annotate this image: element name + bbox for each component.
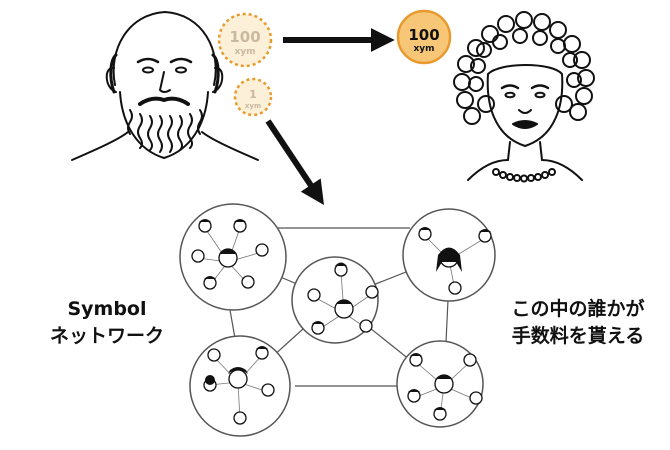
- sender-person-illustration: [71, 11, 259, 161]
- network-node-bottom-left: [189, 335, 291, 437]
- network-node-top-left: [179, 203, 287, 311]
- fee-arrow: [265, 119, 324, 205]
- sender-coin: 100 xym: [217, 12, 273, 68]
- receiver-coin-unit: xym: [413, 44, 434, 54]
- network-caption-line1: Symbol: [67, 298, 147, 320]
- fee-caption: この中の誰かが 手数料を貰える: [498, 296, 658, 350]
- receiver-coin-amount: 100: [408, 26, 439, 44]
- network-caption: Symbol ネットワーク: [42, 296, 172, 350]
- fee-caption-line2: 手数料を貰える: [511, 325, 645, 347]
- receiver-coin: 100 xym: [396, 9, 452, 65]
- fee-coin-amount: 1: [249, 88, 257, 101]
- sender-coin-amount: 100: [229, 28, 260, 46]
- network-node-center: [291, 256, 379, 344]
- receiver-person-illustration: [453, 11, 595, 183]
- network-node-top-right: [402, 208, 496, 302]
- fee-coin-unit: xym: [245, 102, 261, 110]
- network-caption-line2: ネットワーク: [49, 325, 164, 347]
- sender-coin-unit: xym: [234, 47, 255, 57]
- fee-caption-line1: この中の誰かが: [511, 298, 645, 320]
- network-node-bottom-right: [396, 340, 484, 428]
- fee-coin: 1 xym: [233, 77, 273, 117]
